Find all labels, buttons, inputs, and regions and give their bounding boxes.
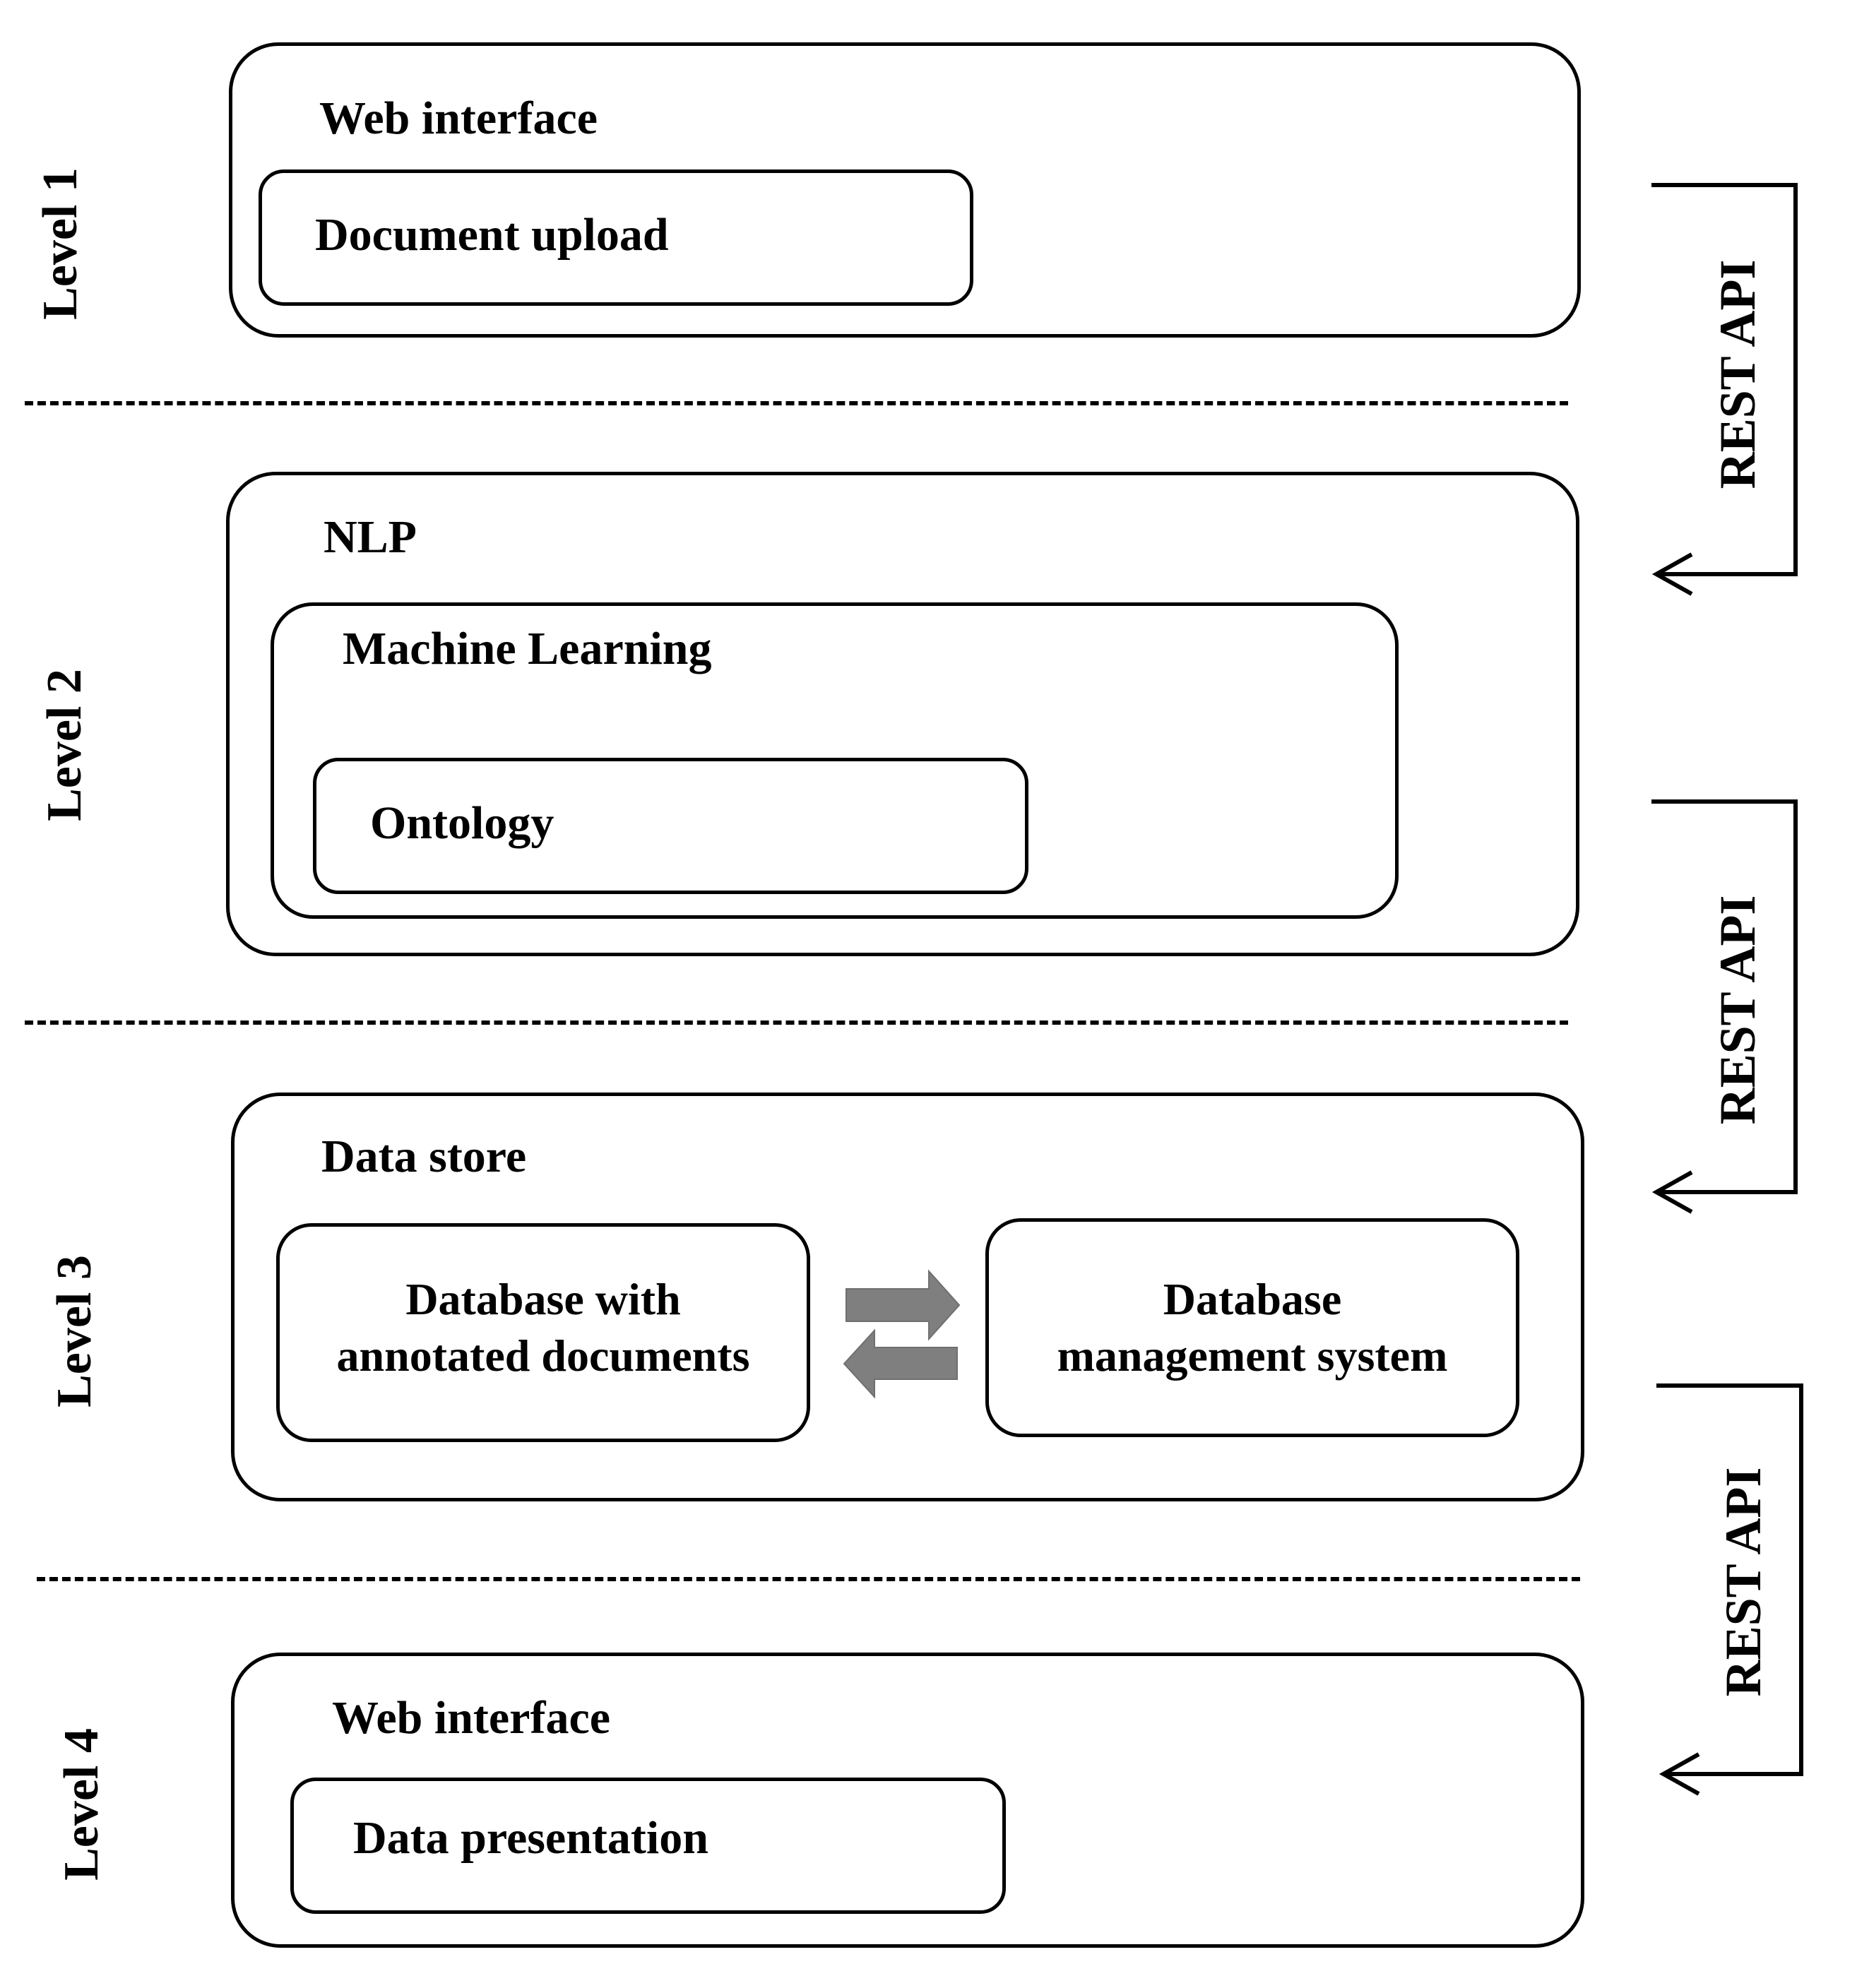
document-upload-label: Document upload <box>315 209 669 261</box>
dbms-line1: Database <box>1163 1274 1342 1324</box>
separator-1-2 <box>25 401 1568 405</box>
dbms-box <box>985 1218 1519 1437</box>
annotated-database-line1: Database with <box>405 1274 681 1324</box>
ontology-box <box>313 758 1028 894</box>
ontology-label: Ontology <box>370 797 554 849</box>
web-interface-title-level1: Web interface <box>319 93 598 144</box>
data-store-title: Data store <box>321 1131 527 1182</box>
web-interface-title-level4: Web interface <box>332 1692 611 1744</box>
level-2-label: Level 2 <box>37 669 92 821</box>
annotated-database-line2: annotated documents <box>336 1331 750 1381</box>
document-upload-box <box>259 169 973 306</box>
rest-api-label-2: REST API <box>1709 895 1766 1125</box>
data-presentation-box <box>290 1778 1006 1914</box>
separator-2-3 <box>25 1020 1568 1025</box>
nlp-title: NLP <box>324 511 417 563</box>
annotated-database-box <box>276 1223 810 1442</box>
level-1-label: Level 1 <box>33 167 88 320</box>
dbms-label: Database management system <box>985 1271 1519 1384</box>
rest-api-label-1: REST API <box>1709 259 1766 489</box>
data-presentation-label: Data presentation <box>353 1812 708 1864</box>
rest-api-label-3: REST API <box>1715 1467 1772 1697</box>
machine-learning-label: Machine Learning <box>343 623 712 674</box>
separator-3-4 <box>37 1577 1580 1581</box>
annotated-database-label: Database with annotated documents <box>276 1271 810 1384</box>
level-3-label: Level 3 <box>47 1255 102 1407</box>
level-4-label: Level 4 <box>54 1728 109 1881</box>
dbms-line2: management system <box>1057 1331 1448 1381</box>
